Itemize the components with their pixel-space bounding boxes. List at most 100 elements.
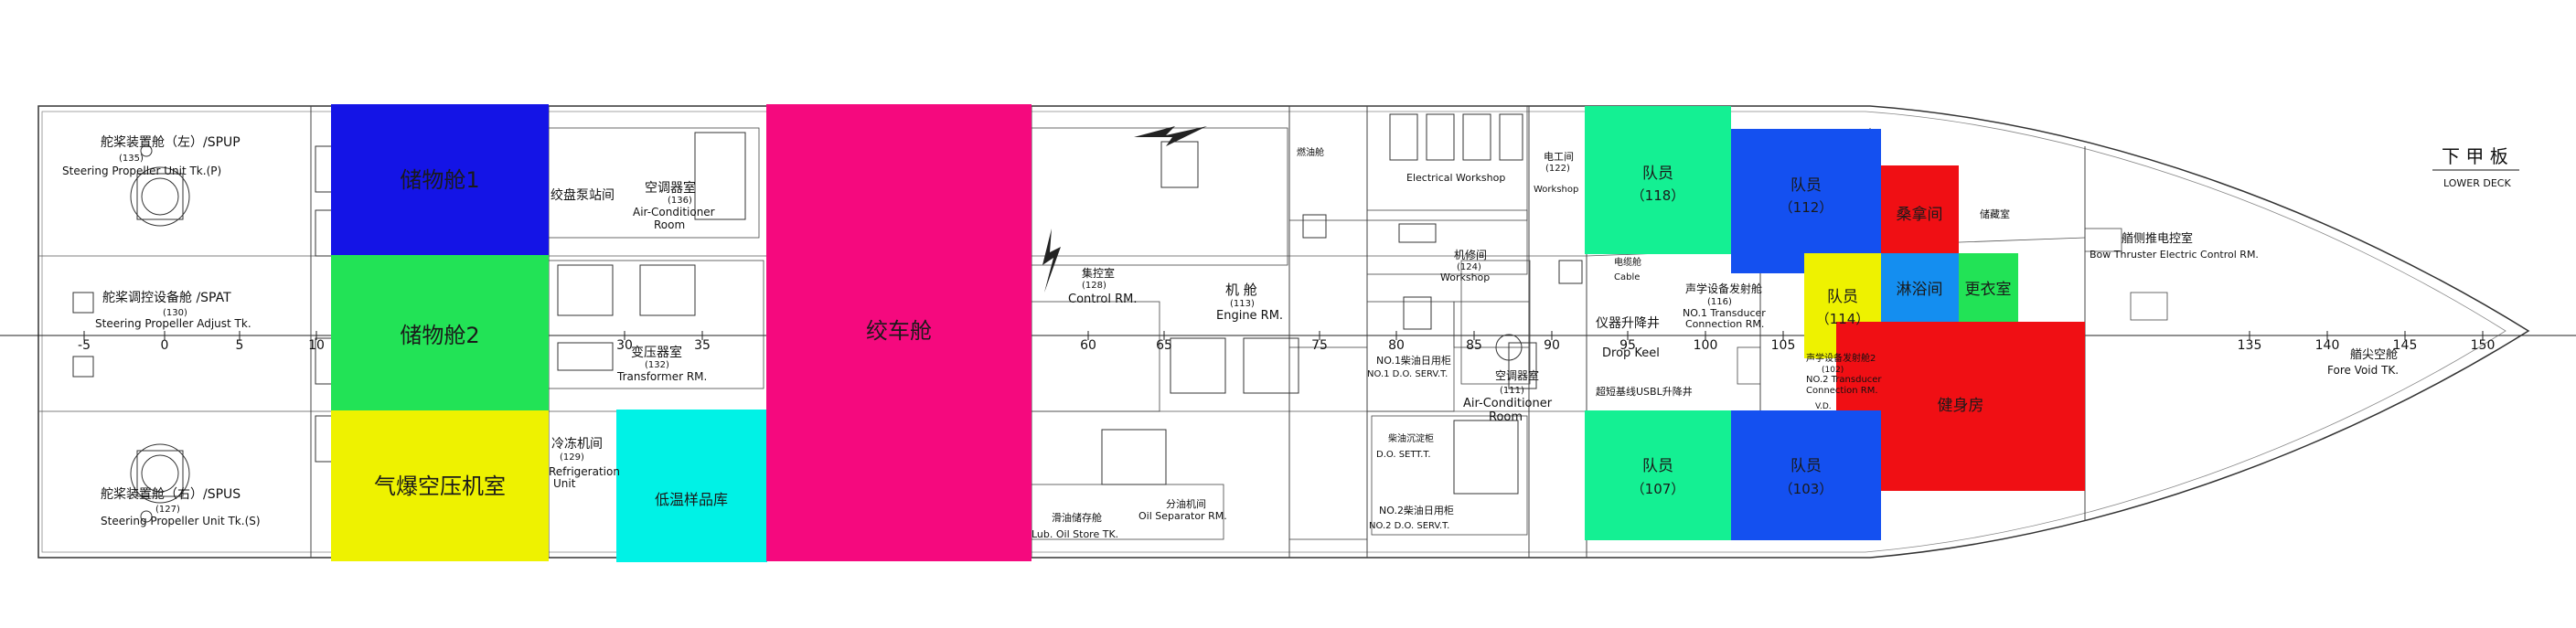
frame-tick-label: 135 [2238, 338, 2262, 353]
annot-fore-void-en: Fore Void TK. [2327, 364, 2399, 377]
annot-drop-keel-en: Drop Keel [1602, 346, 1660, 360]
drawing-annotations: 舵桨装置舱（左）/SPUP (135) Steering Propeller U… [62, 134, 2399, 540]
annot-control-en: Control RM. [1068, 293, 1138, 306]
annot-spat: 舵桨调控设备舱 /SPAT [102, 290, 231, 305]
frame-tick-label: 100 [1694, 338, 1718, 353]
room-winch [766, 104, 1031, 561]
annot-transducer1: 声学设备发射舱 [1685, 282, 1762, 295]
annot-spus-no: (127) [155, 505, 180, 515]
annot-spup: 舵桨装置舱（左）/SPUP [101, 134, 240, 150]
annot-control-no: (128) [1082, 281, 1106, 291]
annot-transducer1-en2: Connection RM. [1685, 318, 1764, 330]
annot-usbl: 超短基线USBL升降井 [1596, 385, 1693, 398]
annot-engine-en: Engine RM. [1216, 309, 1283, 323]
annot-transducer2-no: (102) [1822, 366, 1844, 375]
annot-transducer2-en: NO.2 Transducer [1806, 375, 1882, 385]
label-winch: 绞车舱 [866, 318, 932, 344]
annot-spup-no: (135) [119, 154, 144, 164]
frame-tick-label: 30 [616, 338, 633, 353]
label-sauna: 桑拿间 [1897, 205, 1943, 224]
annot-fore-void: 艏尖空舱 [2350, 348, 2398, 362]
deck-title-cn: 下 甲 板 [2442, 145, 2508, 167]
annot-lube-en: Lub. Oil Store TK. [1031, 528, 1118, 540]
annot-workshop-en: Workshop [1440, 271, 1490, 283]
annot-aircon1: 空调器室 [645, 180, 696, 196]
frame-tick-label: 0 [161, 338, 169, 353]
annot-vd: V.D. [1815, 402, 1832, 411]
room-low-temp-sample [616, 410, 767, 562]
frame-tick-label: 140 [2315, 338, 2340, 353]
label-crew-107-num: （107） [1631, 481, 1685, 497]
annot-transformer-no: (132) [645, 360, 669, 370]
annot-spat-en: Steering Propeller Adjust Tk. [95, 317, 251, 330]
annot-bow-thruster: 艏侧推电控室 [2122, 231, 2193, 246]
annot-do2-en: NO.2 D.O. SERV.T. [1369, 521, 1449, 531]
annot-cable: 电缆舱 [1614, 256, 1641, 268]
frame-tick-label: 105 [1771, 338, 1796, 353]
frame-tick-label: 60 [1080, 338, 1096, 353]
frame-tick-label: 5 [236, 338, 244, 353]
annot-refrig-no: (129) [560, 452, 584, 463]
lightning-icon [1042, 229, 1061, 293]
annot-elec-room-no: (122) [1545, 164, 1570, 174]
annot-engine: 机 舱 [1225, 282, 1257, 298]
frame-tick-label: 75 [1311, 338, 1328, 353]
label-gym: 健身房 [1938, 397, 1984, 415]
room-locker [1959, 253, 2018, 322]
colored-rooms [331, 104, 2085, 562]
annot-engine-no: (113) [1230, 299, 1255, 309]
annot-aircon2: 空调器室 [1495, 368, 1539, 382]
room-compressor [331, 410, 549, 561]
annot-spat-no: (130) [163, 308, 187, 318]
frame-tick-label: 85 [1466, 338, 1482, 353]
annot-elec-workshop: Electrical Workshop [1406, 172, 1505, 184]
annot-transducer2: 声学设备发射舱2 [1806, 352, 1876, 364]
annot-elec-room: 电工间 [1544, 151, 1574, 163]
annot-refrig-en2: Unit [553, 477, 576, 490]
annot-transformer-en: Transformer RM. [616, 370, 707, 383]
annot-do-sett: 柴油沉淀柜 [1388, 432, 1434, 444]
room-crew-107 [1585, 410, 1731, 540]
annot-do1: NO.1柴油日用柜 [1376, 354, 1451, 367]
annot-aircon2-en2: Room [1489, 410, 1523, 424]
frame-tick-label: 10 [308, 338, 325, 353]
label-crew-112: 队员 [1790, 176, 1822, 195]
label-storage-2: 储物舱2 [400, 323, 479, 348]
label-crew-114-num: （114） [1816, 311, 1870, 327]
label-crew-107: 队员 [1642, 457, 1673, 475]
frame-tick-label: 35 [694, 338, 711, 353]
room-crew-118 [1585, 106, 1731, 254]
label-compressor: 气爆空压机室 [374, 474, 506, 499]
frame-tick-label: 95 [1619, 338, 1636, 353]
label-crew-118-num: （118） [1631, 187, 1685, 204]
hull-inner-line [41, 111, 2507, 553]
room-sauna [1881, 165, 1959, 253]
annot-pump-room: 绞盘泵站间 [550, 187, 615, 203]
annot-transducer2-en2: Connection RM. [1806, 386, 1878, 396]
annot-drop-keel: 仪器升降井 [1596, 316, 1660, 331]
annot-do2: NO.2柴油日用柜 [1379, 504, 1454, 516]
deck-title-en: LOWER DECK [2443, 177, 2511, 189]
annot-spus-en: Steering Propeller Unit Tk.(S) [101, 515, 261, 527]
annot-oil-sep: 分油机间 [1166, 497, 1206, 510]
room-storage-1 [331, 104, 549, 255]
annot-fuel: 燃油舱 [1297, 146, 1324, 158]
label-crew-103-num: （103） [1780, 481, 1833, 497]
label-crew-114: 队员 [1827, 288, 1858, 306]
annot-lube: 滑油储存舱 [1052, 511, 1102, 524]
room-storage-2 [331, 255, 549, 410]
annot-stores: 储藏室 [1980, 208, 2010, 220]
room-crew-103 [1731, 410, 1881, 540]
label-locker: 更衣室 [1965, 281, 2012, 299]
annot-do1-en: NO.1 D.O. SERV.T. [1367, 369, 1448, 379]
annot-spus: 舵桨装置舱（右）/SPUS [101, 486, 240, 502]
frame-tick-label: 65 [1156, 338, 1172, 353]
annot-aircon2-en: Air-Conditioner [1463, 397, 1553, 410]
annot-transformer: 变压器室 [631, 345, 682, 360]
annot-refrig: 冷冻机间 [551, 436, 603, 452]
annot-control: 集控室 [1082, 266, 1115, 280]
label-storage-1: 储物舱1 [400, 167, 479, 193]
equipment-symbols [72, 113, 1752, 523]
annot-aircon1-en: Air-Conditioner [633, 206, 715, 218]
room-crew-112 [1731, 129, 1881, 273]
